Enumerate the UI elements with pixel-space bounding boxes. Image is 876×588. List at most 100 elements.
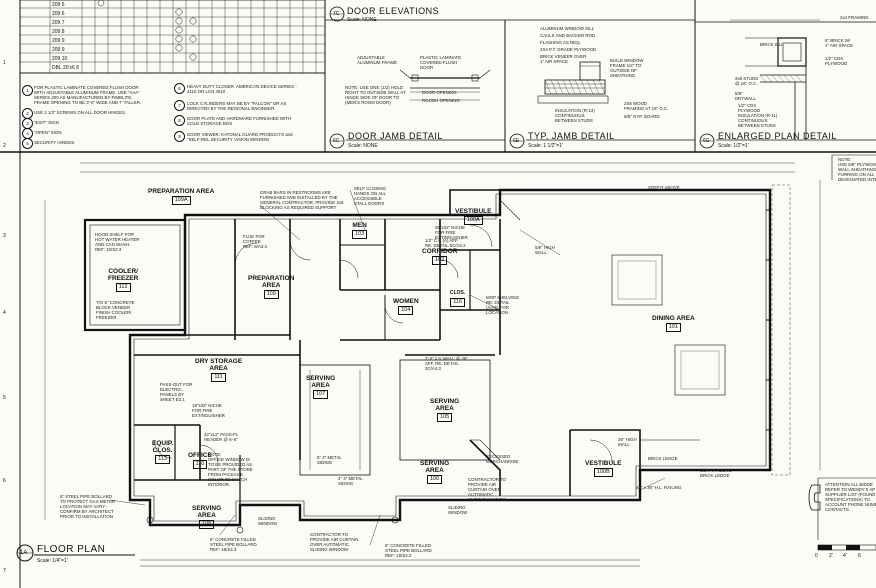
- note-number: 1: [22, 85, 33, 96]
- general-note: "EXIT" SIGN: [34, 120, 59, 125]
- schedule-row-label: 209 9: [52, 38, 65, 44]
- detail-label: INSULATION (R-13) CONTINUOUS BETWEEN STU…: [555, 108, 595, 123]
- plan-note: SLIDING WINDOW: [258, 516, 278, 526]
- schedule-row-label: 209 8: [52, 29, 65, 35]
- detail-label: FLASHING AS REQ.: [540, 40, 581, 45]
- note-number: 6: [174, 83, 185, 94]
- detail-marker-label: 6C: [333, 138, 340, 144]
- detail-label: 2x4 FRAMING: [840, 15, 869, 20]
- detail-label: 2X6 WOOD FRAMING AT 16" O.C.: [624, 101, 669, 111]
- plan-note: 18"x32" NICHE FOR FIRE EXTINGUISHER: [192, 403, 225, 418]
- plan-note: 6" STEEL PIPE BOLLARD TO PROTECT GAS MET…: [60, 494, 116, 519]
- schedule-row-label: 209 9: [52, 47, 65, 53]
- right-note-top: NOTE: USE 5/8" PLYWOOD WALL SHEATHING FO…: [838, 157, 876, 182]
- enlarged-plan-scale: Scale: 1/2"=1': [718, 143, 749, 149]
- floor-plan-title: FLOOR PLAN: [37, 544, 106, 555]
- grid-mark: 5: [3, 395, 6, 401]
- note-number: 9: [174, 131, 185, 142]
- plan-note: 48" x 36" H.L. RAILING: [636, 485, 682, 490]
- plan-note: 6" CONCRETE FILLED STEEL PIPE BOLLARD RE…: [210, 537, 257, 552]
- plan-note: CONTRACTOR TO PROVIDE AIR CURTAIN OVER A…: [310, 532, 359, 552]
- plan-note: SLIDING WINDOW: [448, 505, 468, 515]
- grid-mark: 1: [3, 60, 6, 66]
- schedule-row-label: 209 6: [52, 11, 65, 17]
- detail-label: 2x6 STUDS @ 16" O.C.: [735, 76, 759, 86]
- detail-label: INSULATION (R-11) CONTINUOUS BETWEEN STU…: [738, 113, 778, 128]
- detail-label: ALUMINUM WINDOW SILL: [540, 26, 595, 31]
- hardware-note: HEAVY DUTY CLOSER: AMERICAN DEVICE SERIE…: [187, 84, 297, 94]
- plan-note: HOOD SHELF FOR HOT WATER HEATER AND CAN …: [95, 232, 140, 252]
- door-elevation-detail: [329, 6, 505, 149]
- grid-mark: 4: [3, 310, 6, 316]
- general-note: "OPEN" SIGN: [34, 130, 62, 135]
- plan-note: 7'-0" x 6' WALL @ 36" AFF. RE: DETAIL 3C…: [425, 356, 468, 371]
- detail-label: 2X4 P.T. GRADE PLYWOOD: [540, 47, 597, 52]
- grid-mark: 3: [3, 233, 6, 239]
- grid-mark: 6: [3, 478, 6, 484]
- detail-label: ROUGH OPENING: [422, 98, 460, 103]
- detail-marker-label: 6G: [703, 138, 710, 144]
- plan-note: 6" CONCRETE FILLED STEEL PIPE BOLLARD RE…: [385, 543, 432, 558]
- detail-label: 5/8" GYP. BOARD: [624, 114, 660, 119]
- plan-note: 4" 3" METAL SIDING: [338, 476, 363, 486]
- plan-note: NOTE: OFFICE WINDOW IS TO BE PROVIDED AS…: [208, 452, 253, 487]
- door-schedule-grid: [19, 0, 326, 74]
- plan-note: FLUE FOR COFFEE REF: 8/A3.3: [243, 234, 267, 249]
- plan-note: 36" HIGH WALL: [618, 437, 637, 447]
- plan-note: SELF CLOSING HANDS ON ALL ACCESSIBLE STA…: [354, 186, 386, 206]
- detail-label: PLASTIC LAMINATE COVERED FLUSH DOOR: [420, 55, 462, 70]
- detail-label: 6" BRICK W/ 1" AIR SPACE: [825, 38, 854, 48]
- schedule-row-label: 209 10: [52, 56, 68, 62]
- plan-note: GRAB BARS IN RESTROOMS ARE FURNISHED AND…: [260, 190, 344, 210]
- right-note-bottom: ATTENTION ALL BIDDE REFER TO WENDY'S AP …: [825, 482, 876, 512]
- hardware-note: LOCK CYLINDERS MAY BE BY "FALCON" OR AS …: [187, 101, 287, 111]
- door-jamb-scale: Scale: NONE: [348, 143, 378, 149]
- grid-mark: 2: [3, 143, 6, 149]
- note-number: 8: [174, 115, 185, 126]
- detail-marker-label: 7C: [333, 11, 340, 17]
- enlarged-plan-title: ENLARGED PLAN DETAIL: [718, 131, 837, 141]
- note-number: 5: [22, 138, 33, 149]
- room-label: CLOS.116: [450, 290, 466, 307]
- plan-note: MOP SHELVING RE: DETAIL (A/A5) FOR LOCAT…: [486, 295, 520, 315]
- grid-mark: 7: [3, 568, 6, 574]
- detail-label: BRICK VENEER OVER 1" AIR SPACE: [540, 54, 587, 64]
- plan-note: 1/2" C.C.(A) AFF. RE: DETAIL 5C/A3.2: [425, 238, 466, 248]
- typ-jamb-title: TYP. JAMB DETAIL: [528, 131, 615, 141]
- detail-label: 1/2" CDX PLYWOOD: [825, 56, 848, 66]
- plan-note: SOFFIT ABOVE: [648, 185, 680, 190]
- schedule-row-label: 209 5: [52, 2, 65, 8]
- general-note: SECURITY HINGES.: [34, 140, 76, 145]
- plan-note: 5/8" HIGH WALL: [535, 245, 555, 255]
- general-note: USE 2 1/2" SCREWS ON ALL DOOR HINGES.: [34, 110, 127, 115]
- detail-label: 1/2" CDX PLYWOOD: [738, 103, 761, 113]
- plan-note: T/O 6" CONCRETE BLOCK VENEER FINISH COOL…: [96, 300, 135, 320]
- schedule-row-label: 209 7: [52, 20, 65, 26]
- plan-note: CONTRACTOR TO PROVIDE AIR CURTAIN OVER A…: [468, 477, 507, 502]
- door-elevations-title: DOOR ELEVATIONS: [347, 6, 440, 16]
- typ-jamb-detail-drawing: [509, 61, 695, 149]
- plan-note: 36"x32" NICHE FOR FIRE EXTINGUISHER: [435, 225, 468, 240]
- detail-label: DOOR OPENING: [422, 90, 457, 95]
- detail-label: BUILD WINDOW FRAME 1/2" TO OUTSIDE OF SH…: [610, 58, 644, 78]
- schedule-row-label: DBL 30'x6 8: [52, 65, 79, 71]
- enlarged-plan-detail-drawing: [699, 19, 876, 149]
- plan-note: PASS-OUT FOR ELECTRIC PANELS BY SHEET E2…: [160, 382, 193, 402]
- plan-note: 5" 4" METAL SIDING: [317, 455, 342, 465]
- note-number: 7: [174, 100, 185, 111]
